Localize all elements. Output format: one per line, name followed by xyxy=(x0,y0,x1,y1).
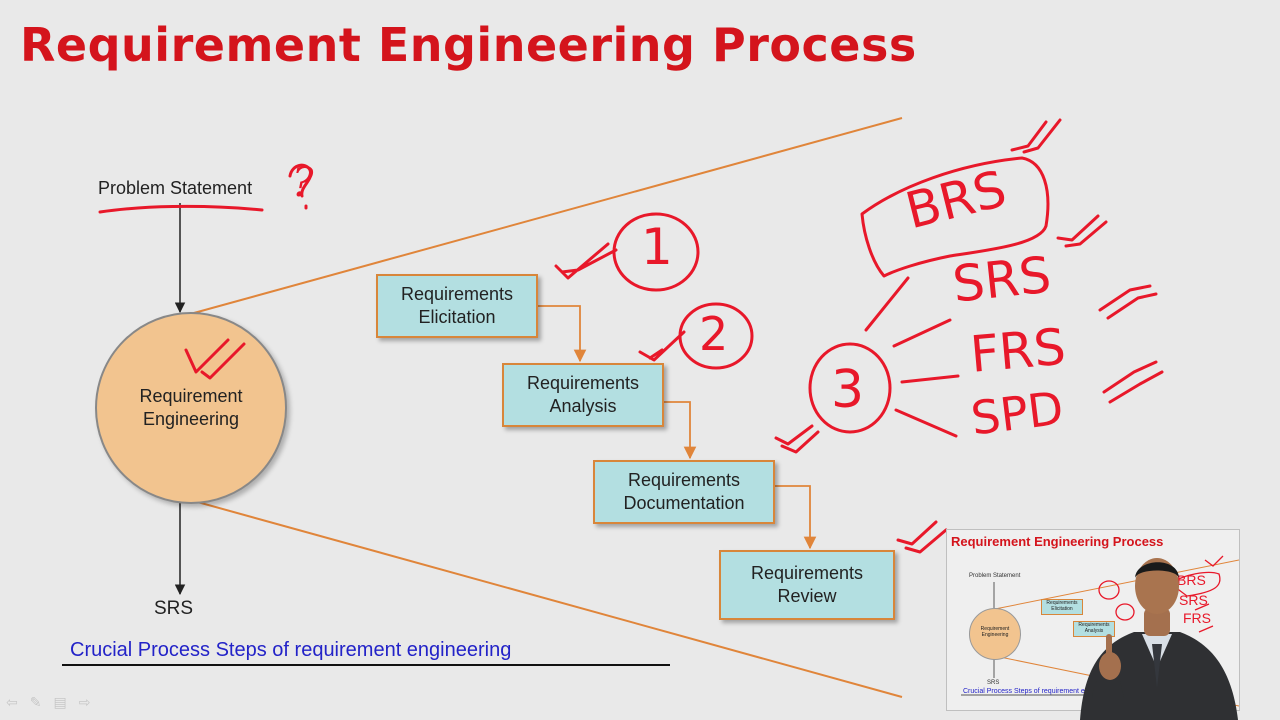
pip-srs-label: SRS xyxy=(987,680,1000,686)
step-requirements-elicitation: Requirements Elicitation xyxy=(376,274,538,338)
slide-caption: Crucial Process Steps of requirement eng… xyxy=(70,639,512,661)
ink-doc-srs: SRS xyxy=(950,245,1054,314)
pip-step-analysis: Requirements Analysis xyxy=(1073,621,1115,637)
problem-statement-label: Problem Statement xyxy=(98,178,253,198)
cone-top-line xyxy=(182,117,903,317)
ink-question xyxy=(288,163,313,210)
forward-icon[interactable]: ⇨ xyxy=(78,694,91,710)
ink-doc-spd: SPD xyxy=(968,380,1067,446)
ink-question-mark: ? xyxy=(292,160,314,206)
ink-circle-2 xyxy=(678,302,754,370)
step-requirements-review: Requirements Review xyxy=(719,550,895,620)
ink-check-1 xyxy=(554,242,618,280)
ink-check-review xyxy=(896,520,948,554)
presentation-toolbar: ⇦ ✎ ▤ ⇨ xyxy=(6,694,90,711)
ink-circle-1 xyxy=(612,212,700,292)
ink-check-2 xyxy=(638,330,686,362)
pip-ink-srs: SRS xyxy=(1179,592,1208,608)
ink-branch-spd xyxy=(894,408,958,438)
pip-circle xyxy=(969,608,1021,660)
ink-check-brs-right xyxy=(1056,214,1108,248)
ink-check-3 xyxy=(774,424,820,454)
srs-output-label: SRS xyxy=(154,598,194,619)
ink-check-brs xyxy=(1010,118,1062,154)
requirement-engineering-label: Requirement Engineering xyxy=(139,386,243,429)
presenter-figure xyxy=(1080,558,1238,720)
pip-ink-brs: BRS xyxy=(1177,572,1206,588)
ink-number-3: 3 xyxy=(831,360,865,420)
connector-2-3 xyxy=(664,401,697,460)
ink-number-2: 2 xyxy=(699,307,729,361)
requirement-engineering-circle xyxy=(95,312,287,504)
ink-branch-frs xyxy=(900,374,960,384)
ink-circle-3 xyxy=(808,342,892,434)
pip-ink-frs: FRS xyxy=(1183,610,1211,626)
pip-problem-statement: Problem Statement xyxy=(969,573,1021,579)
step-requirements-documentation: Requirements Documentation xyxy=(593,460,775,524)
ink-underline xyxy=(98,204,264,214)
connector-1-2 xyxy=(538,305,587,363)
cone-bottom-line xyxy=(182,497,903,698)
pip-step-elicitation: Requirements Elicitation xyxy=(1041,599,1083,615)
ink-check-spd xyxy=(1102,360,1164,404)
step-requirements-analysis: Requirements Analysis xyxy=(502,363,664,427)
ink-number-1: 1 xyxy=(641,218,673,276)
pip-title: Requirement Engineering Process xyxy=(951,534,1164,549)
back-icon[interactable]: ⇦ xyxy=(6,694,18,710)
ink-brs-box xyxy=(860,156,1050,278)
ink-check-circle xyxy=(184,338,246,380)
slides-icon[interactable]: ▤ xyxy=(53,694,67,710)
pip-caption: Crucial Process Steps of requirement eng… xyxy=(963,688,1118,695)
connector-3-4 xyxy=(775,485,817,550)
ink-check-frs xyxy=(1098,284,1158,320)
pen-icon[interactable]: ✎ xyxy=(29,694,42,710)
pip-center-label: Requirement Engineering xyxy=(980,626,1010,638)
slide-title: Requirement Engineering Process xyxy=(20,18,917,72)
ink-doc-frs: FRS xyxy=(968,317,1068,384)
pip-ink xyxy=(1098,555,1224,633)
ink-branch-brs xyxy=(864,276,910,332)
ink-branch-srs xyxy=(892,318,952,348)
